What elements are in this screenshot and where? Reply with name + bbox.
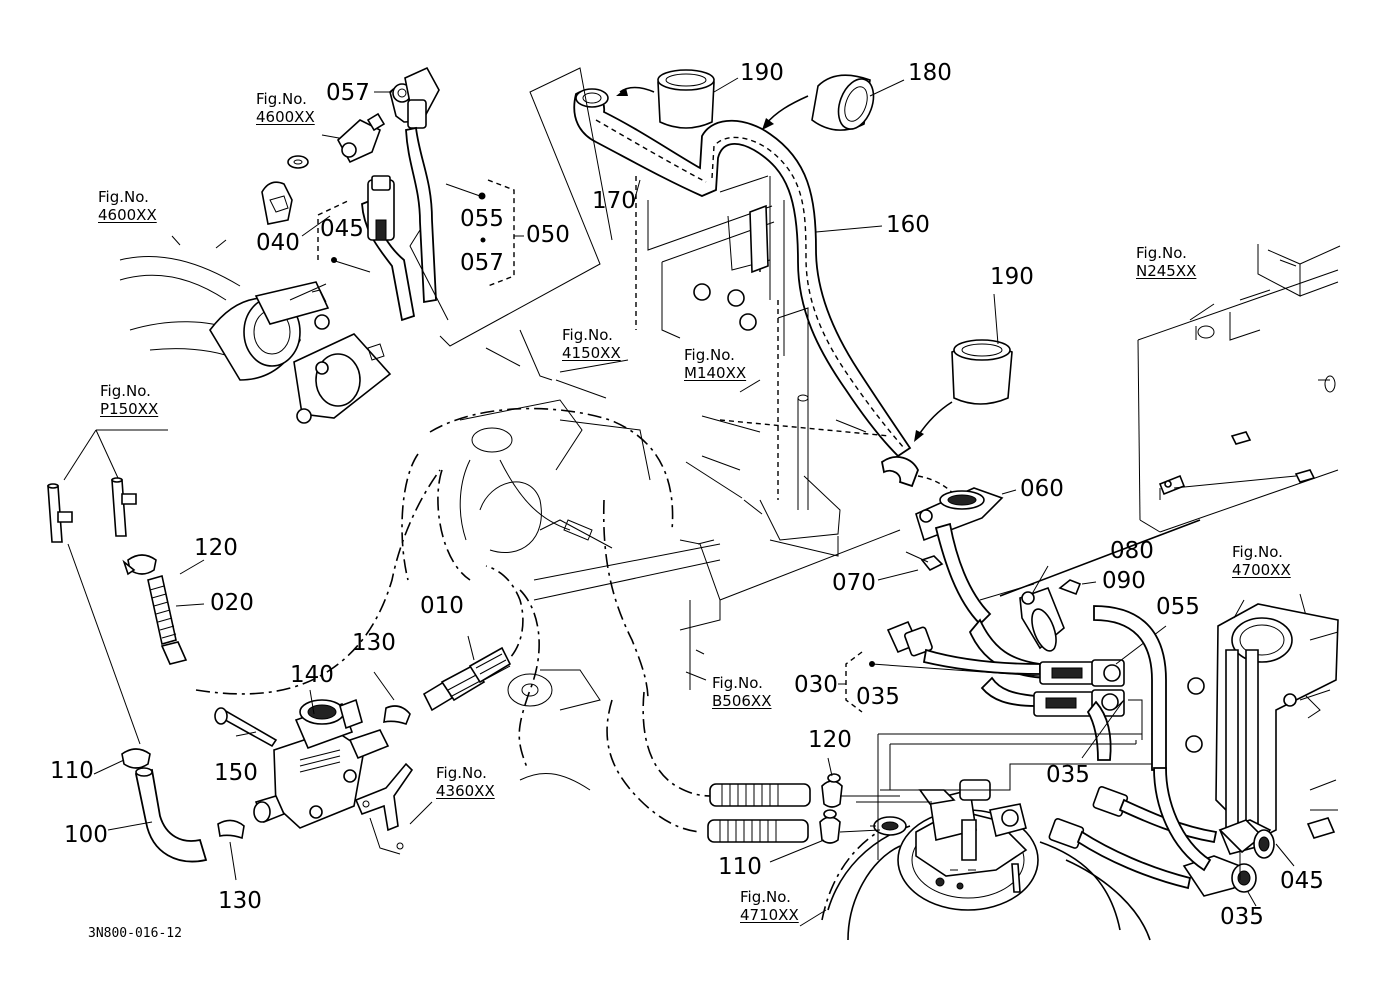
diagram-code: 3N800-016-12 — [88, 926, 182, 941]
misc-leaders — [409, 67, 761, 681]
right-bracket-n245 — [1137, 244, 1341, 631]
part-160: 160 — [886, 212, 930, 238]
part-060: 060 — [1020, 476, 1064, 502]
part-110-left: 110 — [50, 758, 94, 784]
part-040: 040 — [256, 230, 300, 256]
fig-ref-number: N245XX — [1136, 262, 1197, 280]
fitting-assembly-top-left — [171, 66, 524, 322]
fig-ref-4600-left: Fig.No. 4600XX — [98, 188, 157, 224]
fig-ref-number: 4360XX — [436, 782, 495, 800]
fig-ref-m140: Fig.No. M140XX — [684, 346, 746, 382]
fig-no-label: Fig.No. — [562, 326, 613, 344]
part-035-center: 035 — [856, 684, 900, 710]
part-045-top: 045 — [320, 216, 364, 242]
part-090: 090 — [1102, 568, 1146, 594]
part-180: 180 — [908, 60, 952, 86]
part-055-top: 055 — [460, 206, 504, 232]
fig-no-label: Fig.No. — [436, 764, 487, 782]
fig-ref-number: 4150XX — [562, 344, 621, 362]
fig-ref-4360: Fig.No. 4360XX — [436, 764, 495, 800]
fig-ref-4710: Fig.No. 4710XX — [740, 888, 799, 924]
part-050: 050 — [526, 222, 570, 248]
engine-block-outline — [195, 329, 901, 833]
fig-no-label: Fig.No. — [98, 188, 149, 206]
fig-no-label: Fig.No. — [740, 888, 791, 906]
part-055-right: 055 — [1156, 594, 1200, 620]
part-190-top: 190 — [740, 60, 784, 86]
heater-hose-assembly — [573, 69, 1013, 501]
fig-ref-4150: Fig.No. 4150XX — [562, 326, 621, 362]
fig-no-label: Fig.No. — [256, 90, 307, 108]
fig-no-label: Fig.No. — [1232, 543, 1283, 561]
part-150: 150 — [214, 760, 258, 786]
lower-corrugated-hoses — [707, 757, 900, 927]
fig-ref-number: B506XX — [712, 692, 772, 710]
fig-ref-number: 4710XX — [740, 906, 799, 924]
exhaust-flange-assembly — [119, 239, 392, 424]
part-010: 010 — [420, 593, 464, 619]
part-130-lower: 130 — [218, 888, 262, 914]
fig-ref-b506: Fig.No. B506XX — [712, 674, 771, 710]
part-140: 140 — [290, 662, 334, 688]
part-030: 030 — [794, 672, 838, 698]
right-bracket-4700 — [1048, 599, 1339, 907]
part-130-upper: 130 — [352, 630, 396, 656]
wire-harness-assembly — [838, 605, 1167, 771]
fig-ref-p150: Fig.No. P150XX — [100, 382, 158, 418]
part-035-bottom: 035 — [1220, 904, 1264, 930]
part-110-lower: 110 — [718, 854, 762, 880]
clamp-060-assembly — [877, 487, 1201, 679]
fig-ref-number: 4600XX — [98, 206, 157, 224]
part-070: 070 — [832, 570, 876, 596]
part-035-right: 035 — [1046, 762, 1090, 788]
part-020: 020 — [210, 590, 254, 616]
fig-ref-number: P150XX — [100, 400, 159, 418]
left-hose-assembly — [47, 429, 208, 863]
part-057-mid: 057 — [460, 250, 504, 276]
part-045-right: 045 — [1280, 868, 1324, 894]
part-170: 170 — [592, 188, 636, 214]
part-057-top: 057 — [326, 80, 370, 106]
fuel-tank-assembly — [821, 733, 1152, 941]
part-120-left: 120 — [194, 535, 238, 561]
fig-ref-number: 4700XX — [1232, 561, 1291, 579]
part-080: 080 — [1110, 538, 1154, 564]
fig-no-label: Fig.No. — [684, 346, 735, 364]
fig-ref-number: 4600XX — [256, 108, 315, 126]
part-190-lower: 190 — [990, 264, 1034, 290]
valve-assembly — [214, 671, 433, 881]
part-120-lower: 120 — [808, 727, 852, 753]
hose-010 — [422, 635, 512, 712]
part-100: 100 — [64, 822, 108, 848]
fig-no-label: Fig.No. — [1136, 244, 1187, 262]
fig-ref-4600-top: Fig.No. 4600XX — [256, 90, 315, 126]
fig-ref-number: M140XX — [684, 364, 747, 382]
fig-ref-n245: Fig.No. N245XX — [1136, 244, 1196, 280]
center-bracket — [635, 175, 891, 557]
fig-no-label: Fig.No. — [712, 674, 763, 692]
fig-no-label: Fig.No. — [100, 382, 151, 400]
fig-ref-4700: Fig.No. 4700XX — [1232, 543, 1291, 579]
